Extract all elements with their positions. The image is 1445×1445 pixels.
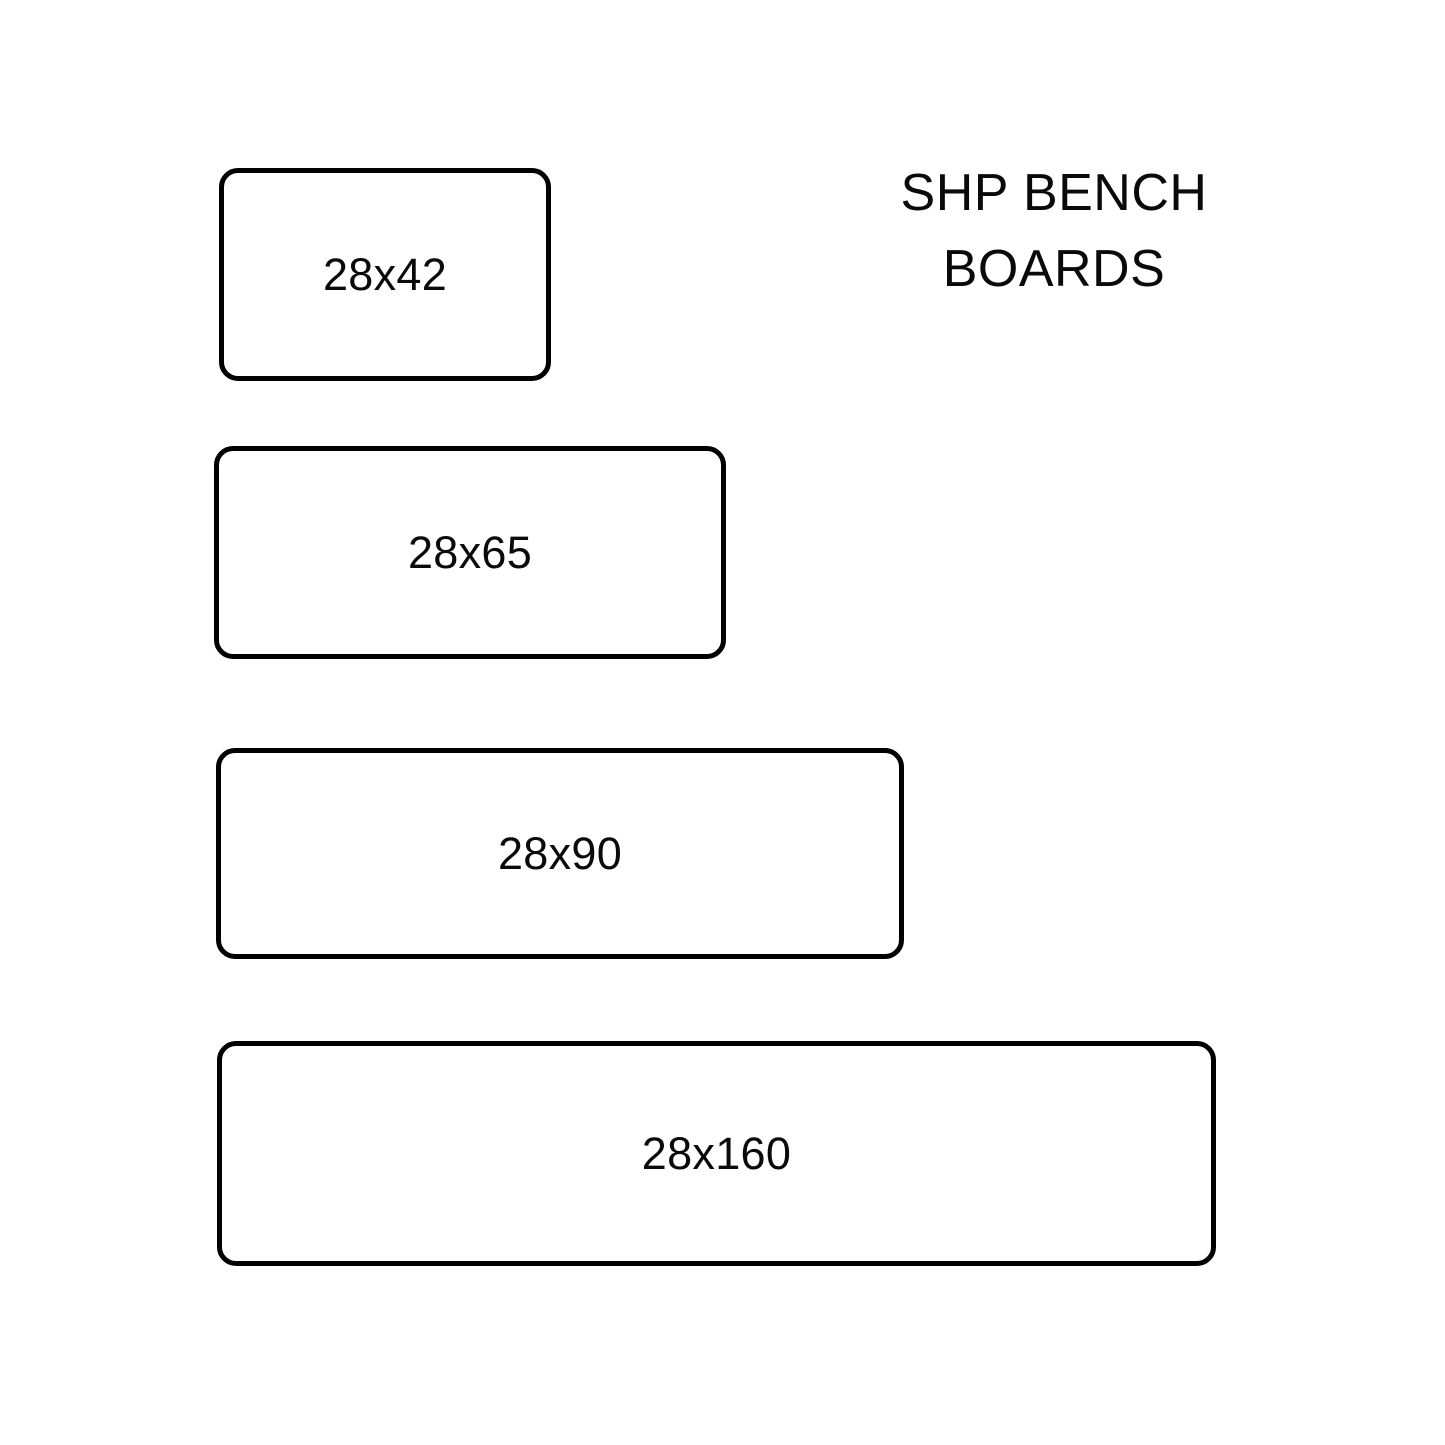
board-shape-28x65: 28x65: [214, 446, 726, 659]
title-line-2: BOARDS: [942, 240, 1166, 298]
board-label-28x65: 28x65: [407, 527, 533, 578]
title-line-1: SHP BENCH: [900, 164, 1208, 222]
board-shape-28x42: 28x42: [219, 168, 551, 381]
board-shape-28x160: 28x160: [217, 1041, 1216, 1266]
board-shape-28x90: 28x90: [216, 748, 904, 959]
board-label-28x160: 28x160: [641, 1128, 792, 1179]
diagram-title: SHP BENCH BOARDS: [834, 155, 1274, 307]
board-label-28x42: 28x42: [322, 249, 448, 300]
board-label-28x90: 28x90: [497, 828, 623, 879]
